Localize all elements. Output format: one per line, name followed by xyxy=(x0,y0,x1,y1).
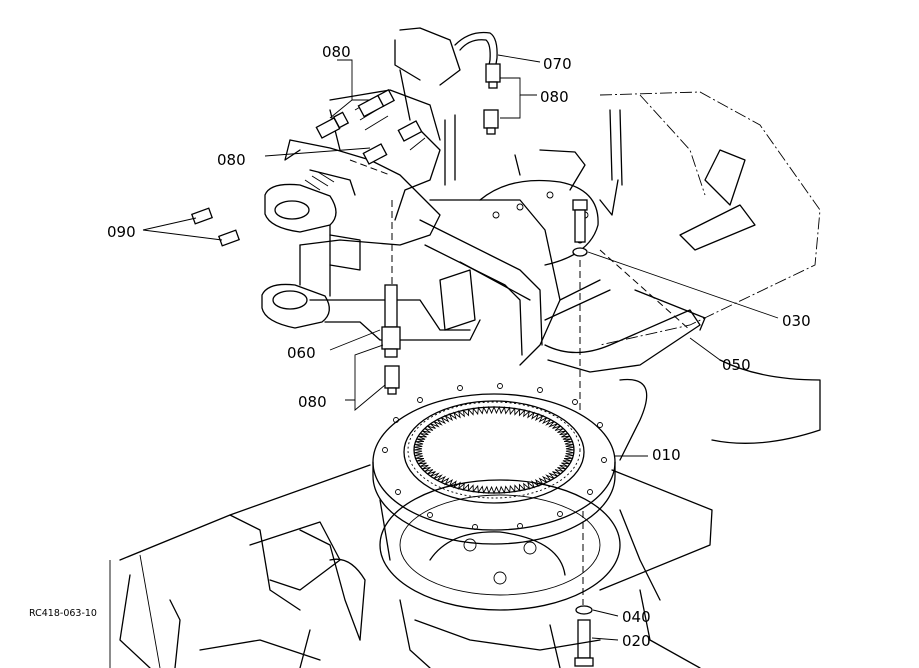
callout-080-left: 080 xyxy=(217,151,246,169)
fitting-080-top-b xyxy=(315,111,350,139)
fitting-080-right-b xyxy=(483,109,499,135)
callout-010: 010 xyxy=(652,446,681,464)
fitting-080-bottom xyxy=(384,365,400,395)
bolt-030 xyxy=(572,199,588,257)
callout-030: 030 xyxy=(782,312,811,330)
bearing-holes xyxy=(382,383,607,530)
fitting-080-top-a xyxy=(357,89,395,118)
callout-080-top: 080 xyxy=(322,43,351,61)
fitting-090-a xyxy=(190,207,214,225)
lower-frame xyxy=(109,359,821,668)
callout-040: 040 xyxy=(622,608,651,626)
callout-labels: 080 070 080 080 090 030 060 050 080 010 … xyxy=(29,43,811,650)
gear-teeth xyxy=(413,405,575,495)
pin-060 xyxy=(381,284,401,358)
fitting-080-top-d xyxy=(362,143,388,165)
drawing-code: RC418-063-10 xyxy=(29,608,97,619)
callout-020: 020 xyxy=(622,632,651,650)
callout-090: 090 xyxy=(107,223,136,241)
callout-080-right: 080 xyxy=(540,88,569,106)
fitting-090-b xyxy=(217,229,241,247)
leader-lines xyxy=(142,54,779,641)
callout-050: 050 xyxy=(722,356,751,374)
callout-060: 060 xyxy=(287,344,316,362)
fitting-080-top-c xyxy=(397,120,423,142)
washer-040 xyxy=(575,605,593,615)
callout-070: 070 xyxy=(543,55,572,73)
fitting-080-right-a xyxy=(485,63,501,89)
gear-teeth-outline xyxy=(413,405,575,495)
fittings xyxy=(190,63,594,667)
callout-080-bottom: 080 xyxy=(298,393,327,411)
bolt-020 xyxy=(574,619,594,667)
upper-frame xyxy=(261,27,821,373)
